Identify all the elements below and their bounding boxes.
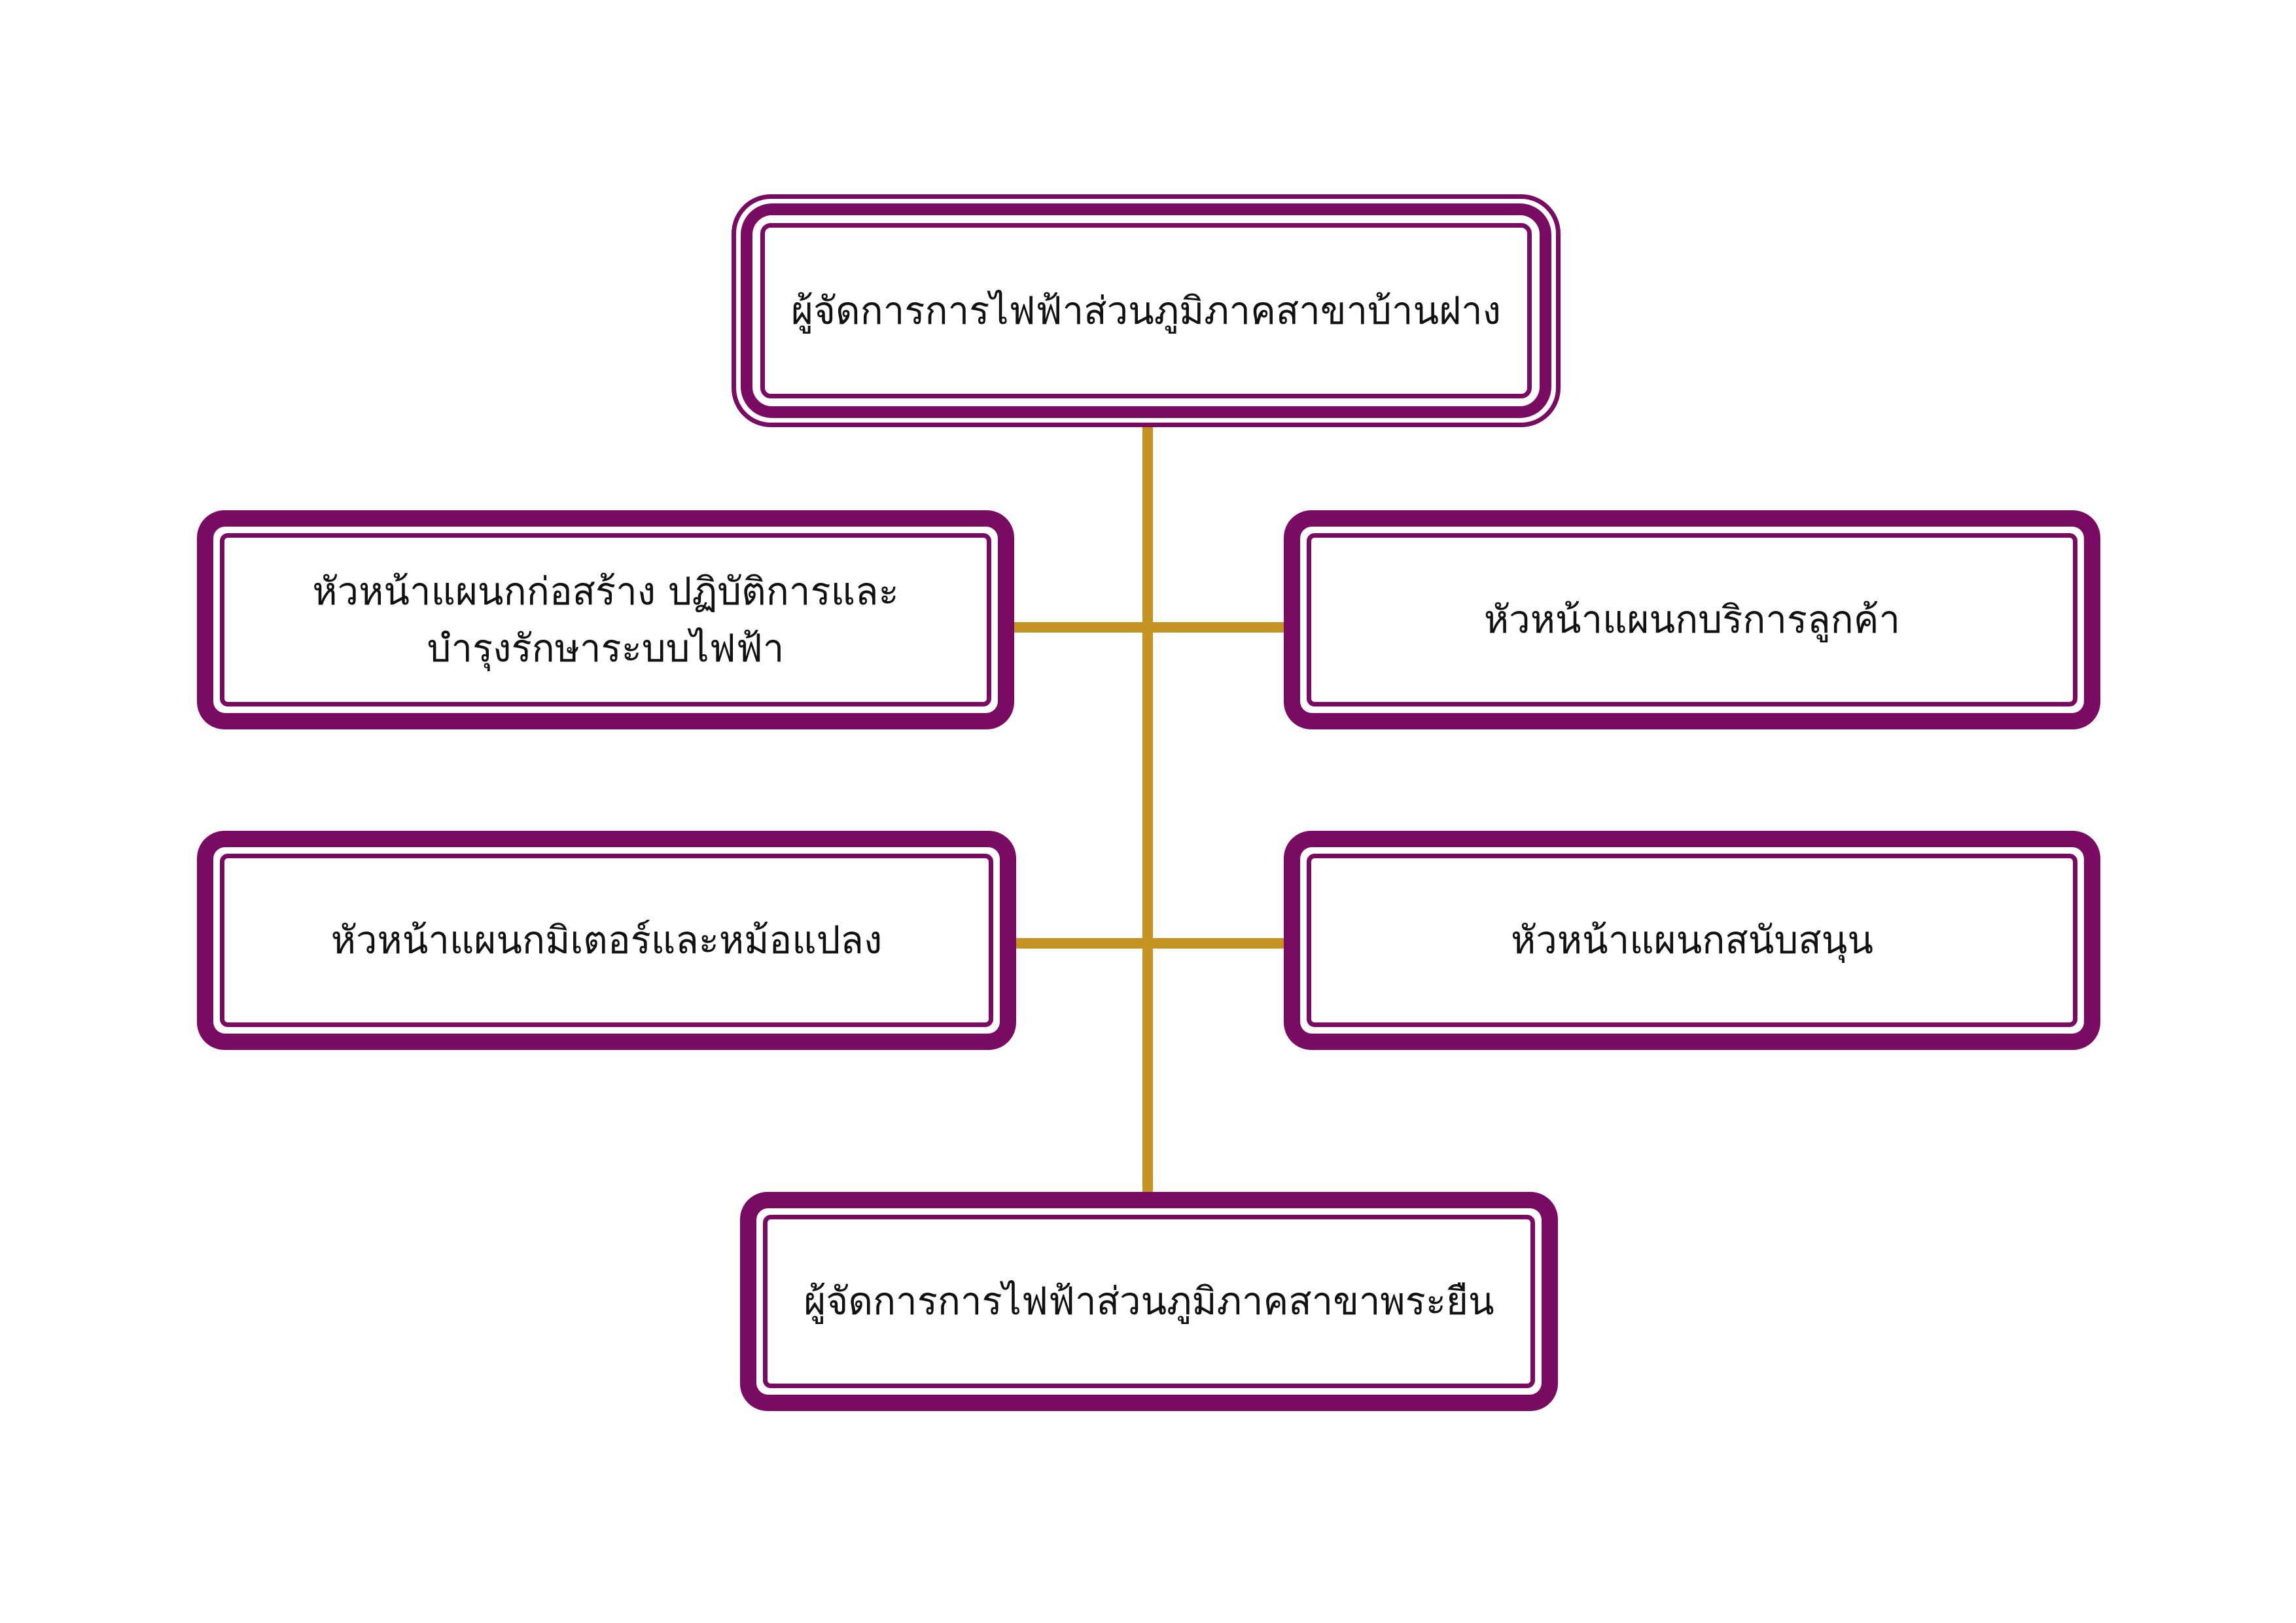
support-box-inner: หัวหน้าแผนกสนับสนุน — [1307, 854, 2077, 1027]
construction-box-inner: หัวหน้าแผนกก่อสร้าง ปฏิบัติการและ บำรุงร… — [220, 533, 991, 707]
support-label: หัวหน้าแผนกสนับสนุน — [1511, 918, 1873, 962]
customer-service-department-box: หัวหน้าแผนกบริการลูกค้า — [1284, 510, 2100, 729]
bottom-box-inner: ผู้จัดการการไฟฟ้าส่วนภูมิภาคสาขาพระยืน — [763, 1215, 1535, 1388]
top-manager-label: ผู้จัดการการไฟฟ้าส่วนภูมิภาคสาขาบ้านฝาง — [791, 288, 1501, 333]
top-box-middle-frame — [741, 203, 1551, 418]
construction-department-box: หัวหน้าแผนกก่อสร้าง ปฏิบัติการและ บำรุงร… — [197, 510, 1014, 729]
top-box-inner-frame: ผู้จัดการการไฟฟ้าส่วนภูมิภาคสาขาบ้านฝาง — [760, 223, 1532, 398]
upper-branch-line — [1014, 622, 1284, 633]
bottom-manager-box: ผู้จัดการการไฟฟ้าส่วนภูมิภาคสาขาพระยืน — [740, 1192, 1558, 1411]
support-department-box: หัวหน้าแผนกสนับสนุน — [1284, 831, 2100, 1050]
construction-label: หัวหน้าแผนกก่อสร้าง ปฏิบัติการและ บำรุงร… — [286, 563, 925, 677]
construction-label-line1: หัวหน้าแผนกก่อสร้าง ปฏิบัติการและ — [312, 568, 899, 614]
bottom-manager-label: ผู้จัดการการไฟฟ้าส่วนภูมิภาคสาขาพระยืน — [804, 1279, 1494, 1323]
top-box-outer-frame — [732, 194, 1561, 427]
lower-branch-line — [1016, 938, 1286, 949]
construction-label-line2: บำรุงรักษาระบบไฟฟ้า — [427, 625, 785, 671]
top-manager-box: ผู้จัดการการไฟฟ้าส่วนภูมิภาคสาขาบ้านฝาง — [732, 194, 1561, 427]
meter-box-inner: หัวหน้าแผนกมิเตอร์และหม้อแปลง — [220, 854, 993, 1027]
vertical-trunk-line — [1142, 424, 1153, 1195]
meter-department-box: หัวหน้าแผนกมิเตอร์และหม้อแปลง — [197, 831, 1016, 1050]
customer-service-label: หัวหน้าแผนกบริการลูกค้า — [1483, 597, 1901, 642]
customer-service-box-inner: หัวหน้าแผนกบริการลูกค้า — [1307, 533, 2077, 707]
meter-label: หัวหน้าแผนกมิเตอร์และหม้อแปลง — [330, 918, 883, 962]
